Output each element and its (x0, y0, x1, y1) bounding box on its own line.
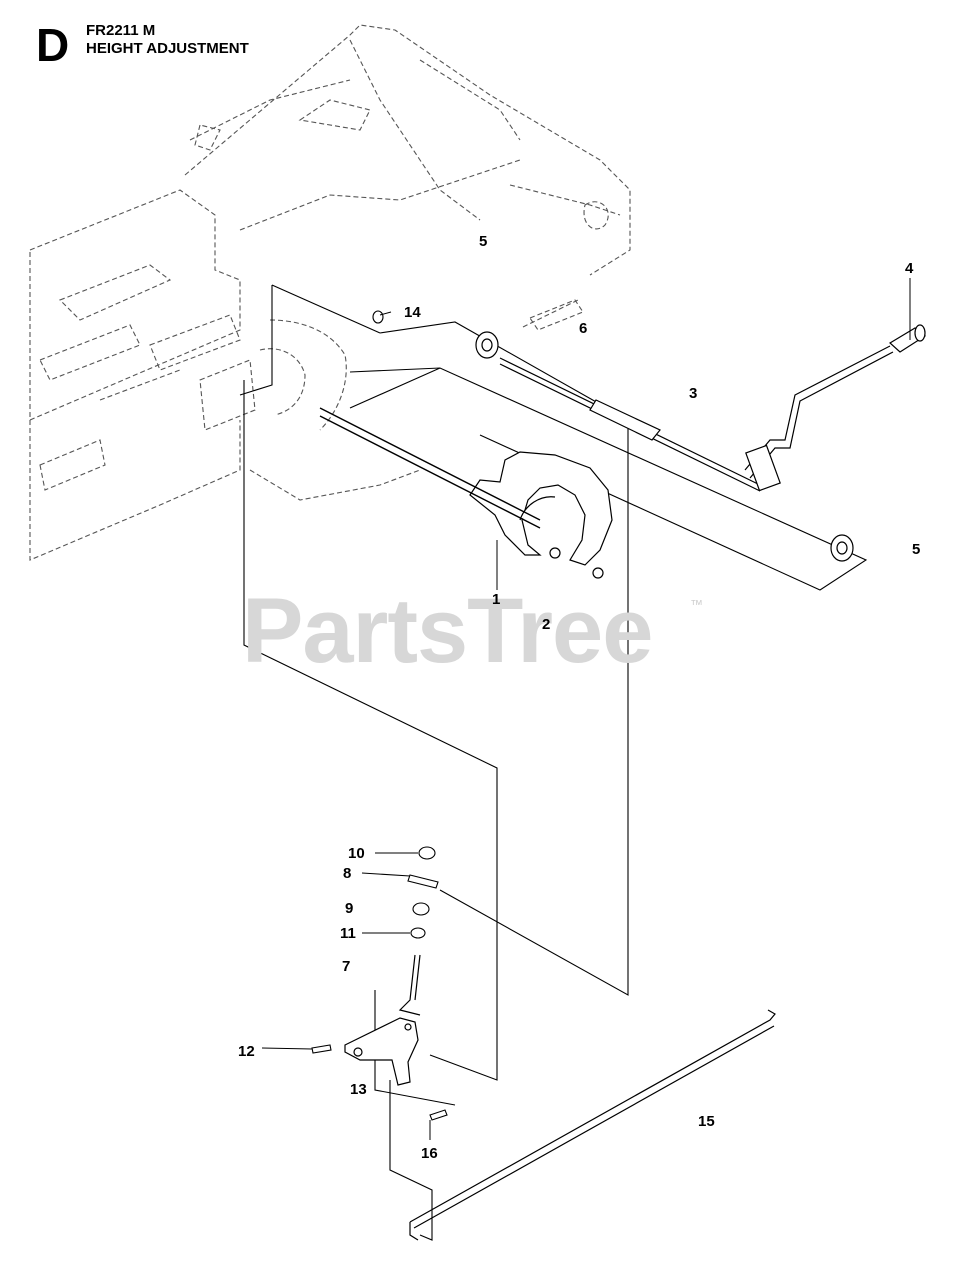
callout-12: 12 (238, 1043, 255, 1060)
model-number: FR2211 M (86, 22, 156, 39)
bracket-13 (344, 1017, 419, 1086)
callout-9: 9 (345, 900, 354, 917)
callout-8: 8 (343, 865, 352, 882)
watermark-trademark: ™ (690, 597, 703, 612)
lift-cam-plate (469, 451, 613, 579)
callout-14: 14 (404, 304, 421, 321)
callout-4: 4 (905, 260, 914, 277)
height-lever (499, 345, 894, 492)
chassis-frame-phantom (29, 24, 631, 561)
watermark: PartsTree (242, 580, 653, 682)
nut-14 (372, 310, 384, 324)
callout-15: 15 (698, 1113, 715, 1130)
lift-shaft (319, 407, 541, 529)
lever-grip (888, 324, 927, 353)
long-rod (409, 1009, 776, 1241)
callout-16: 16 (421, 1145, 438, 1162)
callout-6: 6 (579, 320, 588, 337)
callout-2: 2 (542, 616, 551, 633)
tube-phantom (522, 299, 579, 328)
callout-1: 1 (492, 591, 501, 608)
callout-10: 10 (348, 845, 365, 862)
fastener-stack (407, 846, 439, 939)
callout-7: 7 (342, 958, 351, 975)
bolts (311, 1044, 448, 1121)
section-letter: D (36, 19, 70, 71)
link-rod (398, 954, 421, 1016)
callout-5-top: 5 (479, 233, 488, 250)
diagram-title: HEIGHT ADJUSTMENT (86, 40, 249, 57)
callout-5-right: 5 (912, 541, 921, 558)
callout-leaders (261, 278, 911, 1140)
bushings (475, 331, 854, 562)
callout-3: 3 (689, 385, 698, 402)
callout-11: 11 (340, 925, 356, 942)
assembly-guide-lines (239, 284, 868, 1241)
callout-13: 13 (350, 1081, 367, 1098)
